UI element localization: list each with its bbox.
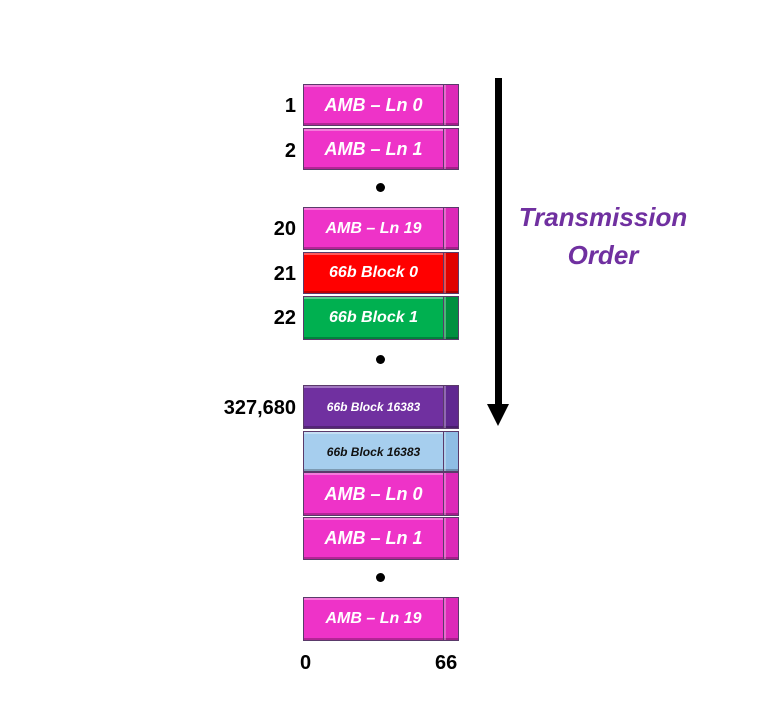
block-label: AMB – Ln 19 — [304, 208, 444, 249]
ellipsis-dot — [376, 183, 385, 192]
block-label: AMB – Ln 1 — [304, 518, 444, 559]
block-end-cap — [444, 432, 458, 471]
amb-lane-block: AMB – Ln 19 — [303, 597, 459, 641]
amb-lane-block: AMB – Ln 0 — [303, 472, 459, 516]
arrow-down-icon — [487, 404, 509, 426]
block-label: AMB – Ln 0 — [304, 473, 444, 515]
row-number: 20 — [273, 218, 296, 240]
block-end-cap — [444, 208, 458, 249]
block-label: AMB – Ln 19 — [304, 598, 444, 640]
row-number: 2 — [284, 140, 296, 162]
block-end-cap — [444, 129, 458, 169]
block-end-cap — [444, 85, 458, 125]
block-end-cap — [444, 473, 458, 515]
block-end-cap — [444, 386, 458, 428]
bit-axis-end: 66 — [435, 652, 458, 674]
amb-lane-block: AMB – Ln 0 — [303, 84, 459, 126]
row-number: 22 — [273, 307, 296, 329]
block-label: 66b Block 0 — [304, 253, 444, 293]
row-number: 1 — [284, 95, 296, 117]
amb-lane-block: AMB – Ln 1 — [303, 128, 459, 170]
data-block: 66b Block 1 — [303, 296, 459, 340]
data-block: 66b Block 0 — [303, 252, 459, 294]
block-end-cap — [444, 297, 458, 339]
bit-axis-start: 0 — [300, 652, 312, 674]
block-label: 66b Block 1 — [304, 297, 444, 339]
block-end-cap — [444, 598, 458, 640]
block-label: AMB – Ln 0 — [304, 85, 444, 125]
transmission-label-line2: Order — [567, 240, 639, 270]
row-number: 327,680 — [223, 397, 296, 419]
transmission-arrow-shaft — [495, 78, 502, 408]
amb-lane-block: AMB – Ln 1 — [303, 517, 459, 560]
block-label: 66b Block 16383 — [304, 386, 444, 428]
block-label: AMB – Ln 1 — [304, 129, 444, 169]
data-block: 66b Block 16383 — [303, 385, 459, 429]
block-end-cap — [444, 253, 458, 293]
transmission-label-line1: Transmission — [518, 202, 688, 232]
row-number: 21 — [273, 263, 296, 285]
ellipsis-dot — [376, 573, 385, 582]
transmission-order-label: Transmission Order — [512, 198, 694, 274]
data-block: 66b Block 16383 — [303, 431, 459, 472]
block-label: 66b Block 16383 — [304, 432, 444, 471]
amb-lane-block: AMB – Ln 19 — [303, 207, 459, 250]
block-end-cap — [444, 518, 458, 559]
ellipsis-dot — [376, 355, 385, 364]
